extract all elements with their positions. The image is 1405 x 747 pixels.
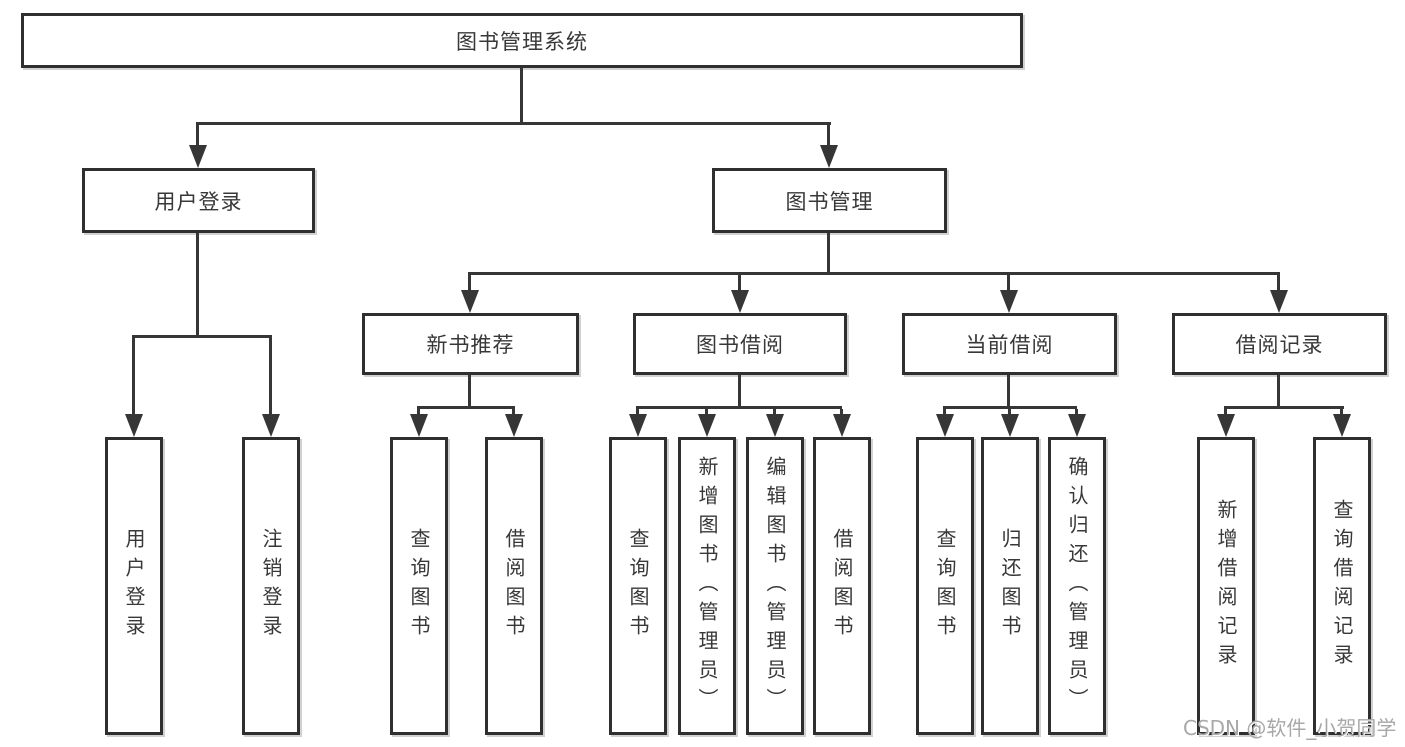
connector-group5-hline — [1224, 406, 1344, 409]
leaf-borrow-books-recommend: 借阅图书 — [485, 437, 543, 735]
connector-group2-hline — [417, 406, 515, 409]
connector-user-login-stem — [196, 122, 199, 147]
node-book-borrow-label: 图书借阅 — [696, 333, 784, 357]
leaf-logout-label: 注销登录 — [259, 528, 283, 644]
connector-new-book-stem — [468, 272, 471, 290]
leaf-query-books-current: 查询图书 — [916, 437, 974, 735]
leaf-borrow-books-recommend-label: 借阅图书 — [502, 528, 526, 644]
watermark-text: CSDN @软件_小贺同学 — [1183, 716, 1397, 740]
leaf-query-borrow-record-label: 查询借阅记录 — [1330, 499, 1354, 673]
arrow-down-icon — [1068, 414, 1086, 437]
connector-borrow-records-down — [1277, 375, 1280, 406]
node-library-system: 图书管理系统 — [21, 13, 1023, 68]
node-borrow-records: 借阅记录 — [1172, 313, 1387, 375]
connector-group3-stem — [840, 409, 843, 415]
node-new-book-recommend: 新书推荐 — [362, 313, 579, 375]
arrow-down-icon — [1217, 414, 1235, 437]
connector-book-management-down — [827, 233, 830, 272]
node-borrow-records-label: 借阅记录 — [1235, 333, 1324, 357]
connector-group3-hline — [636, 406, 842, 409]
connector-group5-stem — [1224, 409, 1227, 415]
leaf-confirm-return-admin: 确认归还（管理员） — [1048, 437, 1106, 735]
connector-group4-hline — [943, 406, 1077, 409]
arrow-down-icon — [698, 414, 716, 437]
arrow-down-icon — [189, 145, 207, 168]
arrow-down-icon — [1000, 290, 1018, 313]
node-user-login-label: 用户登录 — [154, 189, 243, 214]
connector-group1-stem — [132, 335, 135, 415]
arrow-down-icon — [820, 145, 838, 168]
connector-new-book-down — [468, 375, 471, 406]
leaf-confirm-return-admin-label: 确认归还（管理员） — [1065, 455, 1089, 717]
leaf-logout: 注销登录 — [242, 437, 300, 735]
node-library-system-label: 图书管理系统 — [456, 29, 588, 54]
leaf-add-borrow-record: 新增借阅记录 — [1197, 437, 1255, 735]
arrow-down-icon — [410, 414, 428, 437]
connector-group3-stem — [636, 409, 639, 415]
connector-level3-hline — [468, 272, 1280, 275]
arrow-down-icon — [1270, 290, 1288, 313]
leaf-query-books-recommend-label: 查询图书 — [407, 528, 431, 644]
leaf-return-book-label: 归还图书 — [998, 528, 1022, 644]
connector-group2-stem — [512, 409, 515, 415]
leaf-add-book-admin-label: 新增图书（管理员） — [695, 455, 719, 717]
connector-book-management-stem — [827, 122, 830, 147]
leaf-edit-book-admin: 编辑图书（管理员） — [746, 437, 804, 735]
leaf-user-login-label: 用户登录 — [122, 528, 146, 644]
arrow-down-icon — [731, 290, 749, 313]
arrow-down-icon — [125, 414, 143, 437]
arrow-down-icon — [262, 414, 280, 437]
arrow-down-icon — [833, 414, 851, 437]
connector-group5-stem — [1340, 409, 1343, 415]
arrow-down-icon — [461, 290, 479, 313]
leaf-borrow-book-label: 借阅图书 — [830, 528, 854, 644]
node-new-book-recommend-label: 新书推荐 — [426, 333, 515, 357]
connector-group3-stem — [705, 409, 708, 415]
arrow-down-icon — [1333, 414, 1351, 437]
connector-group3-stem — [773, 409, 776, 415]
arrow-down-icon — [629, 414, 647, 437]
arrow-down-icon — [766, 414, 784, 437]
leaf-query-books-recommend: 查询图书 — [390, 437, 448, 735]
leaf-user-login: 用户登录 — [105, 437, 163, 735]
node-book-borrow: 图书借阅 — [633, 313, 847, 375]
connector-root-stem — [520, 68, 523, 122]
leaf-query-books-current-label: 查询图书 — [933, 528, 957, 644]
node-book-management: 图书管理 — [712, 168, 947, 233]
arrow-down-icon — [1001, 414, 1019, 437]
connector-group1-hline — [132, 335, 272, 338]
connector-group4-stem — [1008, 409, 1011, 415]
leaf-add-book-admin: 新增图书（管理员） — [678, 437, 736, 735]
leaf-query-books-borrow-label: 查询图书 — [626, 528, 650, 644]
leaf-return-book: 归还图书 — [981, 437, 1039, 735]
leaf-borrow-book: 借阅图书 — [813, 437, 871, 735]
connector-borrow-records-stem — [1277, 272, 1280, 290]
connector-group1-stem — [269, 335, 272, 415]
connector-group2-stem — [417, 409, 420, 415]
leaf-query-borrow-record: 查询借阅记录 — [1313, 437, 1371, 735]
connector-current-borrow-down — [1007, 375, 1010, 406]
node-current-borrow-label: 当前借阅 — [965, 333, 1054, 357]
arrow-down-icon — [505, 414, 523, 437]
connector-user-login-down — [196, 233, 199, 335]
connector-group4-stem — [943, 409, 946, 415]
connector-level1-hline — [196, 122, 831, 125]
node-user-login: 用户登录 — [82, 168, 315, 233]
connector-book-borrow-stem — [738, 272, 741, 290]
leaf-add-borrow-record-label: 新增借阅记录 — [1214, 499, 1238, 673]
connector-group4-stem — [1075, 409, 1078, 415]
leaf-edit-book-admin-label: 编辑图书（管理员） — [763, 455, 787, 717]
connector-book-borrow-down — [738, 375, 741, 406]
node-current-borrow: 当前借阅 — [902, 313, 1117, 375]
node-book-management-label: 图书管理 — [785, 189, 874, 214]
leaf-query-books-borrow: 查询图书 — [609, 437, 667, 735]
connector-current-borrow-stem — [1007, 272, 1010, 290]
arrow-down-icon — [936, 414, 954, 437]
